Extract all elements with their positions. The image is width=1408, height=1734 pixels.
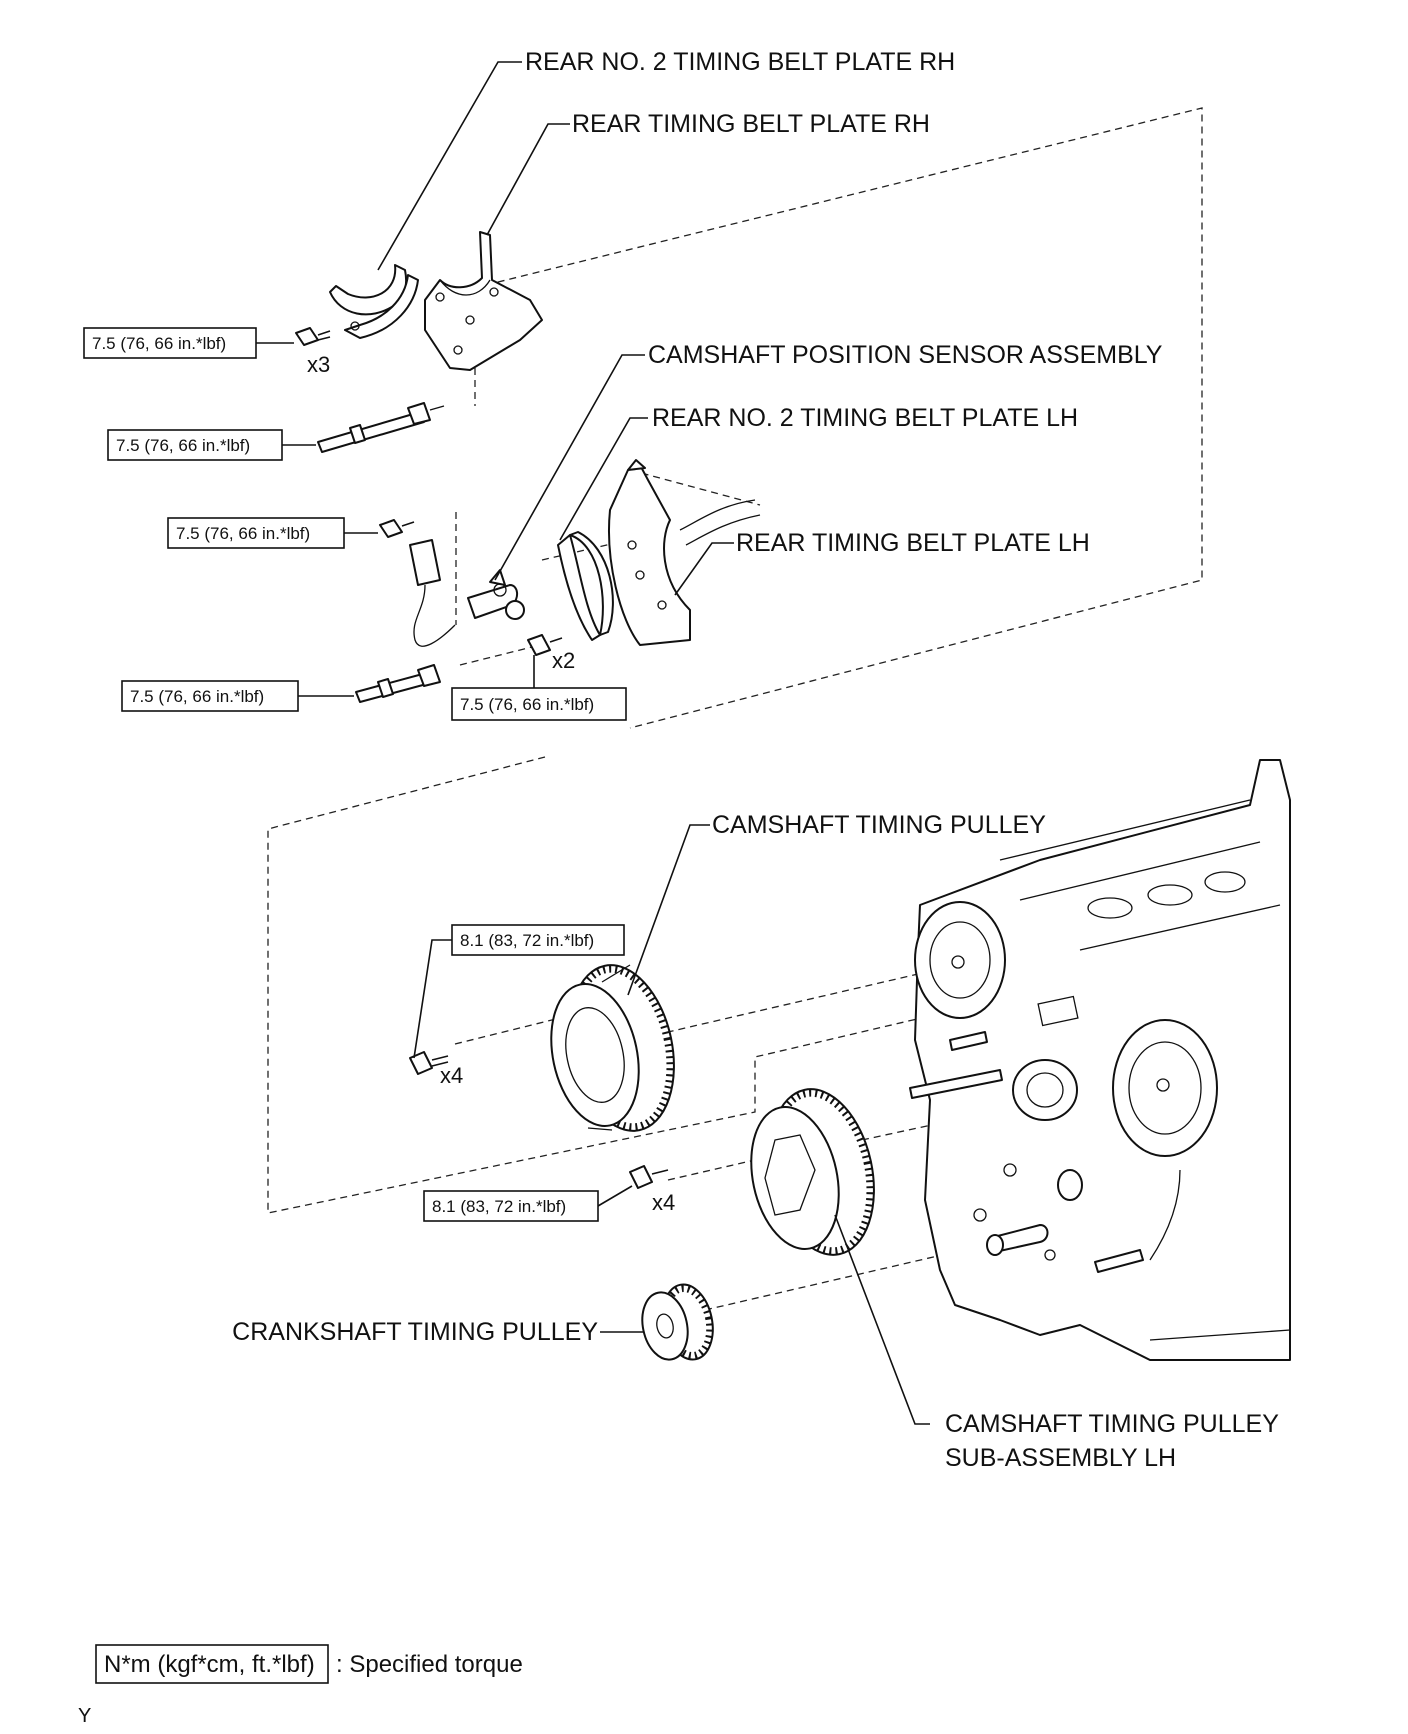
- camshaft-timing-pulley: [550, 964, 675, 1132]
- bolt-x2: [527, 634, 563, 656]
- torque-spec: 8.1 (83, 72 in.*lbf): [460, 931, 594, 950]
- engine-block: [909, 759, 1291, 1361]
- quantity-marks: x3 x2 x4 x4: [307, 352, 675, 1215]
- torque-spec: 7.5 (76, 66 in.*lbf): [92, 334, 226, 353]
- quantity-mark: x2: [552, 648, 575, 673]
- rear-no2-timing-belt-plate-lh: [557, 531, 614, 641]
- label-crankshaft-timing-pulley: CRANKSHAFT TIMING PULLEY: [232, 1318, 598, 1346]
- corner-mark: Y: [78, 1705, 91, 1727]
- leader-lines: [255, 61, 930, 1425]
- quantity-mark: x4: [652, 1190, 675, 1215]
- label-rear-no2-plate-lh: REAR NO. 2 TIMING BELT PLATE LH: [652, 404, 1078, 432]
- torque-spec: 8.1 (83, 72 in.*lbf): [432, 1197, 566, 1216]
- legend-description: : Specified torque: [336, 1651, 523, 1678]
- legend-unit-box: N*m (kgf*cm, ft.*lbf): [104, 1651, 315, 1678]
- quantity-mark: x3: [307, 352, 330, 377]
- bolt-x3: [295, 327, 331, 346]
- quantity-mark: x4: [440, 1063, 463, 1088]
- label-rear-no2-plate-rh: REAR NO. 2 TIMING BELT PLATE RH: [525, 48, 955, 76]
- torque-spec: 7.5 (76, 66 in.*lbf): [116, 436, 250, 455]
- label-rear-plate-rh: REAR TIMING BELT PLATE RH: [572, 110, 930, 138]
- stud-bolt-lh: [355, 664, 441, 703]
- bolt-x4-upper: [409, 1051, 449, 1075]
- torque-spec: 7.5 (76, 66 in.*lbf): [130, 687, 264, 706]
- label-rear-plate-lh: REAR TIMING BELT PLATE LH: [736, 529, 1090, 557]
- crankshaft-timing-pulley: [641, 1283, 714, 1361]
- callout-labels: REAR NO. 2 TIMING BELT PLATE RH REAR TIM…: [232, 48, 1279, 1472]
- torque-spec: 7.5 (76, 66 in.*lbf): [176, 524, 310, 543]
- torque-specs: 7.5 (76, 66 in.*lbf) 7.5 (76, 66 in.*lbf…: [83, 327, 627, 1222]
- camshaft-position-sensor: [409, 539, 525, 647]
- label-camshaft-pulley-sub-assy-line2: SUB-ASSEMBLY LH: [945, 1444, 1176, 1472]
- label-camshaft-timing-pulley: CAMSHAFT TIMING PULLEY: [712, 811, 1046, 839]
- rear-timing-belt-plate-rh: [424, 231, 543, 371]
- camshaft-timing-pulley-sub-assembly-lh: [750, 1088, 875, 1256]
- rear-no2-timing-belt-plate-rh: [329, 264, 419, 339]
- bolt-x4-lower: [629, 1165, 669, 1189]
- legend: N*m (kgf*cm, ft.*lbf) : Specified torque: [95, 1644, 523, 1684]
- torque-spec: 7.5 (76, 66 in.*lbf): [460, 695, 594, 714]
- stud-bolt-rh: [317, 402, 445, 453]
- sensor-bolt: [379, 519, 415, 538]
- label-camshaft-position-sensor: CAMSHAFT POSITION SENSOR ASSEMBLY: [648, 341, 1163, 369]
- label-camshaft-pulley-sub-assy-line1: CAMSHAFT TIMING PULLEY: [945, 1410, 1279, 1438]
- rear-timing-belt-plate-lh: [608, 459, 761, 646]
